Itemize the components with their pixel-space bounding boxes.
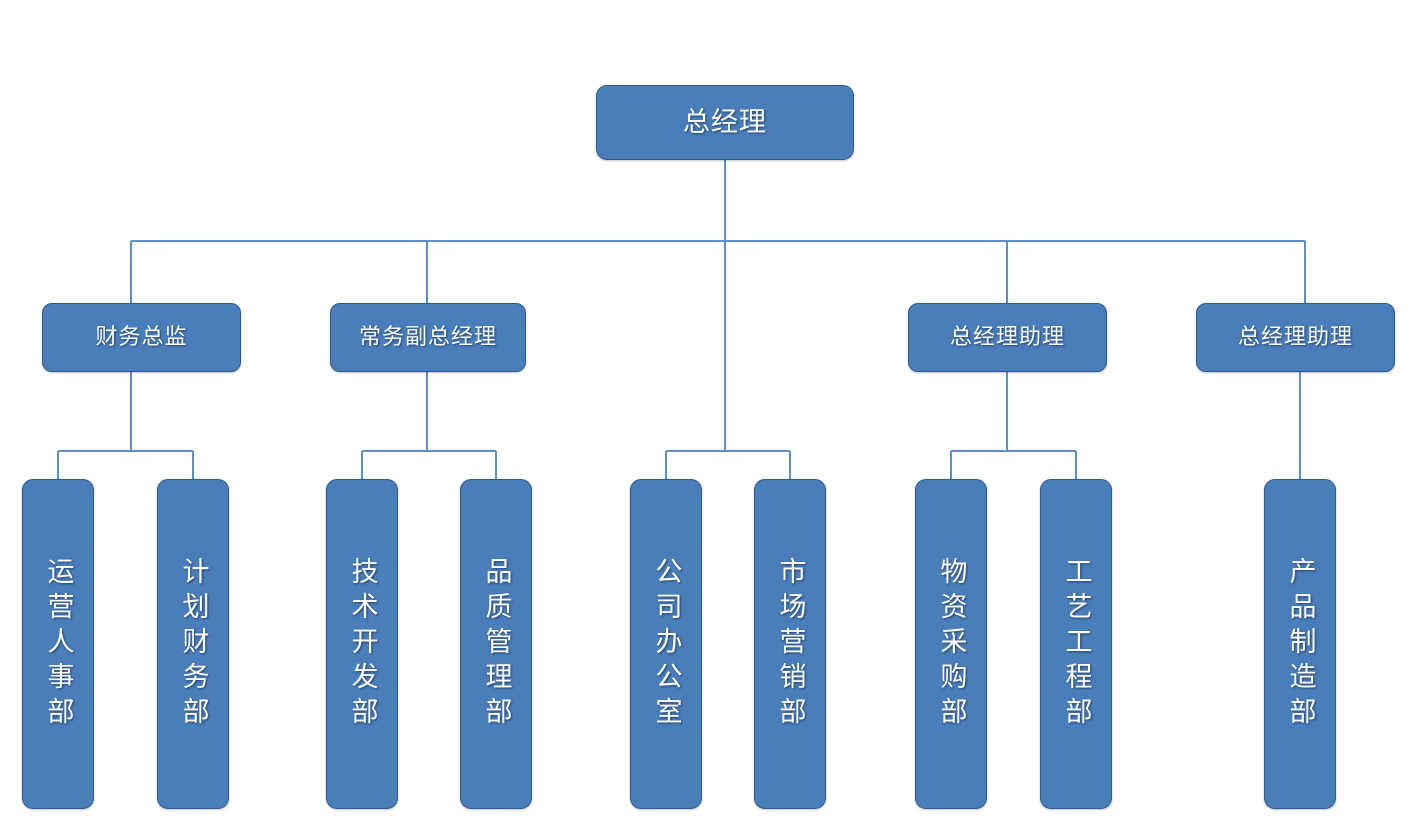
node-technology-development-dept[interactable]: 技术开发部 bbox=[326, 479, 398, 809]
node-materials-procurement-dept[interactable]: 物资采购部 bbox=[915, 479, 987, 809]
node-process-engineering-dept[interactable]: 工艺工程部 bbox=[1040, 479, 1112, 809]
node-operations-hr-dept[interactable]: 运营人事部 bbox=[22, 479, 94, 809]
node-cfo[interactable]: 财务总监 bbox=[42, 303, 241, 372]
node-label-quality-management-dept: 品质管理部 bbox=[480, 556, 512, 732]
node-planning-finance-dept[interactable]: 计划财务部 bbox=[157, 479, 229, 809]
node-general-manager[interactable]: 总经理 bbox=[596, 85, 854, 160]
node-label-process-engineering-dept: 工艺工程部 bbox=[1060, 556, 1092, 732]
node-company-office[interactable]: 公司办公室 bbox=[630, 479, 702, 809]
node-label-planning-finance-dept: 计划财务部 bbox=[177, 556, 209, 732]
node-gm-assistant-2[interactable]: 总经理助理 bbox=[1196, 303, 1395, 372]
node-label-marketing-dept: 市场营销部 bbox=[774, 556, 806, 732]
node-label-technology-development-dept: 技术开发部 bbox=[346, 556, 378, 732]
node-product-manufacturing-dept[interactable]: 产品制造部 bbox=[1264, 479, 1336, 809]
node-label-company-office: 公司办公室 bbox=[650, 556, 682, 732]
node-label-operations-hr-dept: 运营人事部 bbox=[42, 556, 74, 732]
node-label-materials-procurement-dept: 物资采购部 bbox=[935, 556, 967, 732]
node-label-product-manufacturing-dept: 产品制造部 bbox=[1284, 556, 1316, 732]
node-gm-assistant-1[interactable]: 总经理助理 bbox=[908, 303, 1107, 372]
node-marketing-dept[interactable]: 市场营销部 bbox=[754, 479, 826, 809]
node-executive-vice-gm[interactable]: 常务副总经理 bbox=[330, 303, 526, 372]
node-quality-management-dept[interactable]: 品质管理部 bbox=[460, 479, 532, 809]
